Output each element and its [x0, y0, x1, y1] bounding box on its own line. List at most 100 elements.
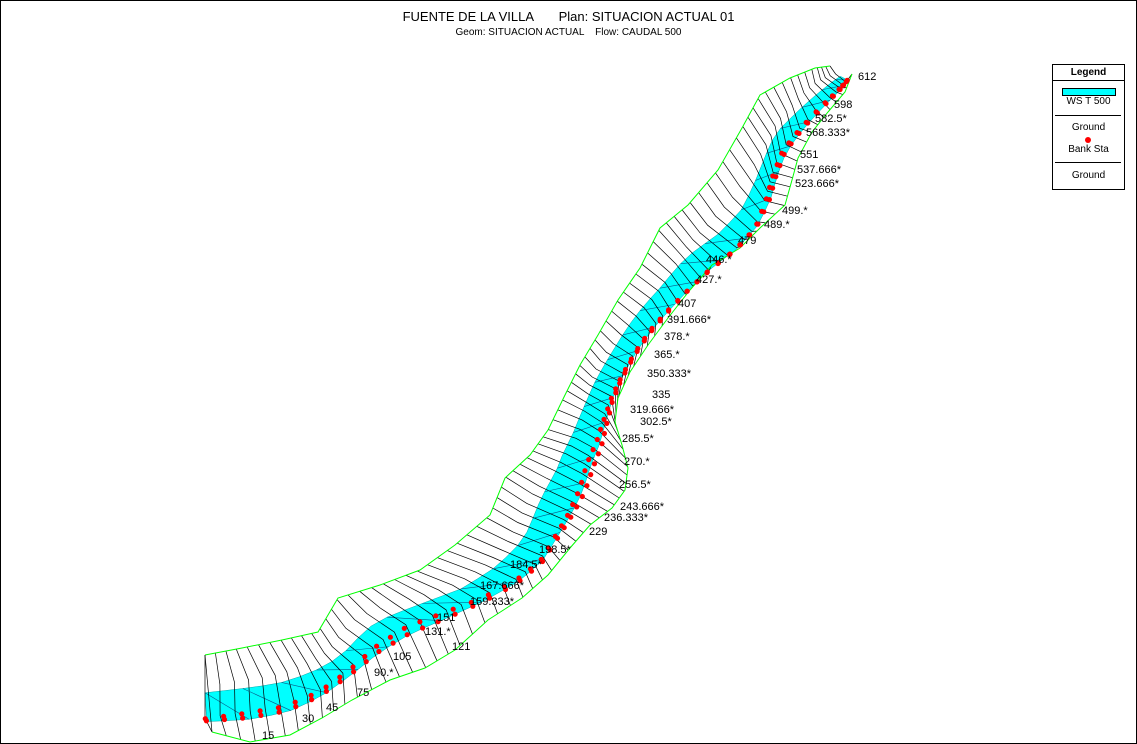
bank-station-marker: [755, 221, 761, 227]
station-label: 489.*: [764, 219, 790, 231]
cross-section-line: [804, 71, 831, 110]
bank-station-marker: [837, 86, 843, 93]
bank-station-marker: [203, 718, 209, 724]
legend-title: Legend: [1053, 65, 1124, 81]
cross-section-line: [417, 570, 486, 623]
bank-station-marker: [830, 93, 837, 99]
cross-section-line: [605, 320, 639, 367]
bank-station-marker: [337, 679, 343, 685]
bank-station-marker: [502, 586, 509, 593]
cross-section-line: [319, 628, 358, 698]
cross-section-line: [325, 618, 373, 690]
cross-section-line: [611, 310, 644, 357]
bank-station-marker: [240, 715, 246, 721]
station-label: 523.666*: [795, 178, 840, 190]
bank-station-marker: [554, 535, 561, 541]
cross-section-line: [437, 557, 511, 606]
cross-section-line: [617, 300, 650, 347]
plot-subtitle: Geom: SITUACION ACTUAL Flow: CAUDAL 500: [455, 27, 682, 38]
water-crossing-line: [594, 375, 624, 383]
bank-station-marker: [844, 77, 850, 83]
bank-station-marker: [376, 648, 382, 655]
bank-station-marker: [528, 568, 535, 574]
water-crossing-line: [766, 145, 791, 154]
cross-section-line: [456, 542, 534, 589]
cross-section-line: [246, 646, 271, 739]
bank-station-marker: [613, 390, 619, 396]
cross-section-line: [781, 82, 812, 133]
water-crossing-line: [346, 646, 389, 651]
bank-station-marker: [649, 328, 655, 334]
cross-section-line: [405, 574, 473, 635]
bank-station-marker: [628, 359, 634, 365]
legend-label-water: WS T 500: [1066, 96, 1111, 107]
cross-section-line: [526, 457, 615, 506]
bank-station-marker: [591, 461, 598, 467]
bank-station-marker: [568, 514, 574, 520]
bank-station-marker: [761, 209, 767, 215]
bank-station-marker: [609, 399, 615, 405]
bank-station-marker: [547, 547, 553, 553]
station-label: 551: [800, 149, 818, 161]
cross-section-line: [666, 222, 712, 272]
bank-station-marker: [605, 406, 611, 412]
bank-station-marker: [598, 426, 604, 432]
bank-station-marker: [601, 416, 607, 422]
bank-station-marker: [450, 606, 456, 612]
station-label: 612: [858, 71, 876, 83]
station-label: 45: [326, 702, 338, 714]
cross-section-line: [466, 534, 543, 581]
cross-section-line: [757, 98, 798, 162]
cross-section-line: [623, 291, 657, 337]
cross-section-line: [747, 116, 793, 179]
bank-station-marker: [617, 380, 623, 386]
cross-section-line: [729, 149, 785, 206]
legend-bank-marker: [1085, 137, 1091, 143]
cross-section-line: [816, 67, 843, 95]
station-labels: 612598582.5*568.333*551537.666*523.666*4…: [262, 71, 876, 742]
bank-station-marker: [404, 632, 410, 638]
cross-section-line: [548, 429, 628, 476]
bank-station-marker: [561, 525, 567, 531]
bank-station-marker: [579, 479, 585, 485]
cross-section-line: [647, 252, 687, 295]
station-label: 90.*: [374, 667, 394, 679]
bank-station-marker: [293, 704, 299, 710]
cross-section-line: [715, 172, 766, 224]
station-label: 151: [437, 612, 455, 624]
water-crossing-line: [622, 326, 655, 336]
cross-section-line: [496, 497, 577, 542]
bank-station-marker: [675, 298, 681, 304]
bank-station-marker: [738, 242, 744, 248]
bank-station-marker: [337, 674, 343, 680]
bank-station-marker: [435, 619, 441, 625]
bank-station-marker: [788, 141, 794, 147]
station-label: 537.666*: [797, 164, 842, 176]
station-label: 270.*: [624, 456, 650, 468]
cross-section-line: [204, 655, 213, 733]
station-label: 378.*: [664, 331, 690, 343]
cross-section-line: [579, 365, 617, 415]
water-crossing-line: [532, 507, 575, 519]
bank-station-marker: [221, 716, 228, 723]
station-label: 105: [393, 651, 411, 663]
station-label: 198.5*: [539, 544, 572, 556]
bank-station-marker: [594, 436, 600, 443]
cross-section-line: [371, 587, 438, 661]
cross-section-line: [383, 583, 449, 655]
bank-station-marker: [823, 101, 829, 107]
station-label: 446.*: [706, 254, 732, 266]
bank-station-marker: [387, 634, 393, 640]
station-label: 598: [834, 99, 852, 111]
water-crossing-line: [705, 237, 747, 244]
water-crossing-line: [517, 532, 561, 546]
cross-section-line: [291, 637, 323, 718]
cross-section-line: [752, 107, 796, 170]
cross-section-line: [594, 339, 629, 387]
water-crossing-line: [492, 558, 544, 570]
cross-section-line: [519, 463, 608, 512]
bank-station-marker: [276, 709, 282, 715]
plot-title: FUENTE DE LA VILLA Plan: SITUACION ACTUA…: [402, 9, 735, 24]
bank-station-marker: [517, 578, 523, 584]
